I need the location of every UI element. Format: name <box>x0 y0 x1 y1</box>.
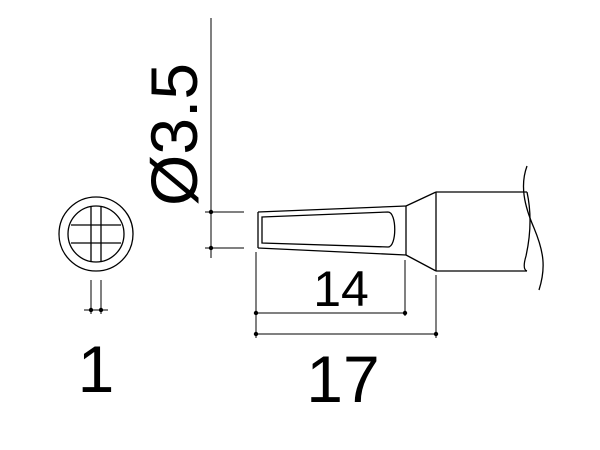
shaft-break-line-b <box>523 191 531 272</box>
tip-top-edge <box>257 205 407 213</box>
tip-end-view <box>58 196 134 272</box>
length-17-label: 17 <box>306 342 379 416</box>
collar-bottom-taper <box>405 254 437 272</box>
tip-bottom-edge <box>257 247 407 256</box>
collar-top-taper <box>405 191 437 207</box>
length-17-arrow-left <box>253 331 259 337</box>
length-14-arrow-left <box>253 310 259 316</box>
length-17-arrow-right <box>433 331 439 337</box>
diameter-arrow-top <box>208 209 214 215</box>
tip-width-label: 1 <box>78 332 115 406</box>
tip-side-view <box>257 165 544 291</box>
diameter-dimension: Ø3.5 <box>137 18 244 258</box>
tip-width-dimension: 1 <box>78 280 115 406</box>
tip-width-arrow-right <box>98 307 104 313</box>
length-14-arrow-right <box>402 310 408 316</box>
tip-width-arrow-left <box>88 307 94 313</box>
length-14-label: 14 <box>313 261 369 317</box>
end-view-outer-circle <box>58 196 134 272</box>
length-dimensions: 14 17 <box>253 252 439 416</box>
diameter-arrow-bottom <box>208 245 214 251</box>
diameter-label: Ø3.5 <box>137 63 211 206</box>
end-view-inner-circle <box>67 205 125 263</box>
tip-flat-face <box>261 211 396 248</box>
shaft-break-line-a <box>522 165 544 291</box>
